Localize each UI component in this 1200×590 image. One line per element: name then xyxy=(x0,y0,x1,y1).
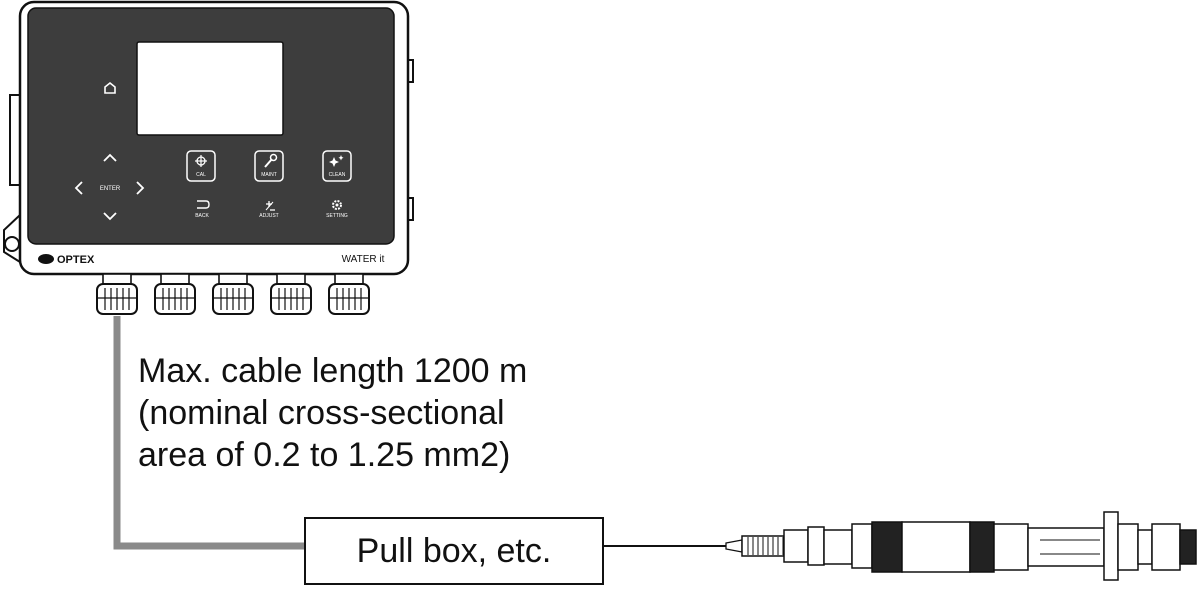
probe-grip-1 xyxy=(871,521,903,573)
probe-body-4 xyxy=(1027,527,1105,567)
cable-glands xyxy=(96,273,370,315)
pull-box-label: Pull box, etc. xyxy=(356,531,552,570)
cable-gland xyxy=(270,273,312,315)
cable-gland xyxy=(328,273,370,315)
cable-gland xyxy=(212,273,254,315)
probe-flange xyxy=(1103,511,1119,581)
probe-ring xyxy=(851,523,873,569)
probe-body-2 xyxy=(901,521,971,573)
model-name: WATER it xyxy=(342,254,385,265)
probe-ribs xyxy=(747,537,784,555)
brand-logo-mark xyxy=(38,254,54,264)
gear-icon xyxy=(332,200,342,210)
display-screen xyxy=(136,41,284,136)
back-key[interactable]: BACK xyxy=(195,200,210,219)
sparkle-icon xyxy=(329,155,344,167)
brand-name: OPTEX xyxy=(57,254,95,266)
plus-minus-icon xyxy=(265,201,275,211)
cal-key-label: CAL xyxy=(196,172,206,178)
cable-gland xyxy=(154,273,196,315)
probe-body-3 xyxy=(993,523,1029,571)
adjust-key[interactable]: ADJUST xyxy=(259,201,279,219)
maint-key-label: MAINT xyxy=(261,172,277,178)
cable-spec-line-3: area of 0.2 to 1.25 mm2) xyxy=(138,436,511,474)
probe-body-1 xyxy=(823,529,853,565)
pull-box xyxy=(304,517,604,585)
cable-spec-line-1: Max. cable length 1200 m xyxy=(138,352,528,390)
sensor-probe xyxy=(725,511,1197,581)
maint-key-frame[interactable] xyxy=(254,150,284,182)
enter-key-label[interactable]: ENTER xyxy=(100,186,121,192)
adjust-key-label: ADJUST xyxy=(259,213,278,219)
cable-spec-line-2: (nominal cross-sectional xyxy=(138,394,505,432)
left-mount-tab xyxy=(9,94,21,186)
back-key-label: BACK xyxy=(195,213,209,219)
mount-hole xyxy=(4,236,20,252)
clean-key-frame[interactable] xyxy=(322,150,352,182)
brand-logo: OPTEX xyxy=(38,254,95,266)
cable-spec-annotation: Max. cable length 1200 m (nominal cross-… xyxy=(138,350,527,476)
probe-body-6 xyxy=(1137,529,1153,565)
probe-connector xyxy=(1151,523,1181,571)
probe-body-5 xyxy=(1117,523,1139,571)
setting-key-label: SETTING xyxy=(326,213,348,219)
up-icon[interactable] xyxy=(103,153,117,162)
down-icon[interactable] xyxy=(103,212,117,221)
probe-grip-2 xyxy=(969,521,995,573)
maint-key[interactable]: MAINT xyxy=(254,150,284,182)
probe-cap xyxy=(1179,529,1197,565)
clean-key[interactable]: CLEAN xyxy=(322,150,352,182)
left-icon[interactable] xyxy=(74,181,83,195)
probe-tip xyxy=(725,539,743,553)
clean-key-label: CLEAN xyxy=(329,172,346,178)
back-arrow-icon xyxy=(197,200,210,209)
cal-key-frame[interactable] xyxy=(186,150,216,182)
crosshair-icon xyxy=(195,155,207,167)
setting-key[interactable]: SETTING xyxy=(326,200,348,219)
cable-gland xyxy=(96,273,138,315)
wrench-icon xyxy=(264,153,278,168)
probe-collar-2 xyxy=(807,526,825,566)
cal-key[interactable]: CAL xyxy=(186,150,216,182)
probe-collar xyxy=(783,529,809,563)
right-icon[interactable] xyxy=(136,181,145,195)
cable xyxy=(113,316,305,550)
home-icon xyxy=(104,81,116,94)
controller-unit: ENTER CAL MAINT xyxy=(3,0,414,276)
